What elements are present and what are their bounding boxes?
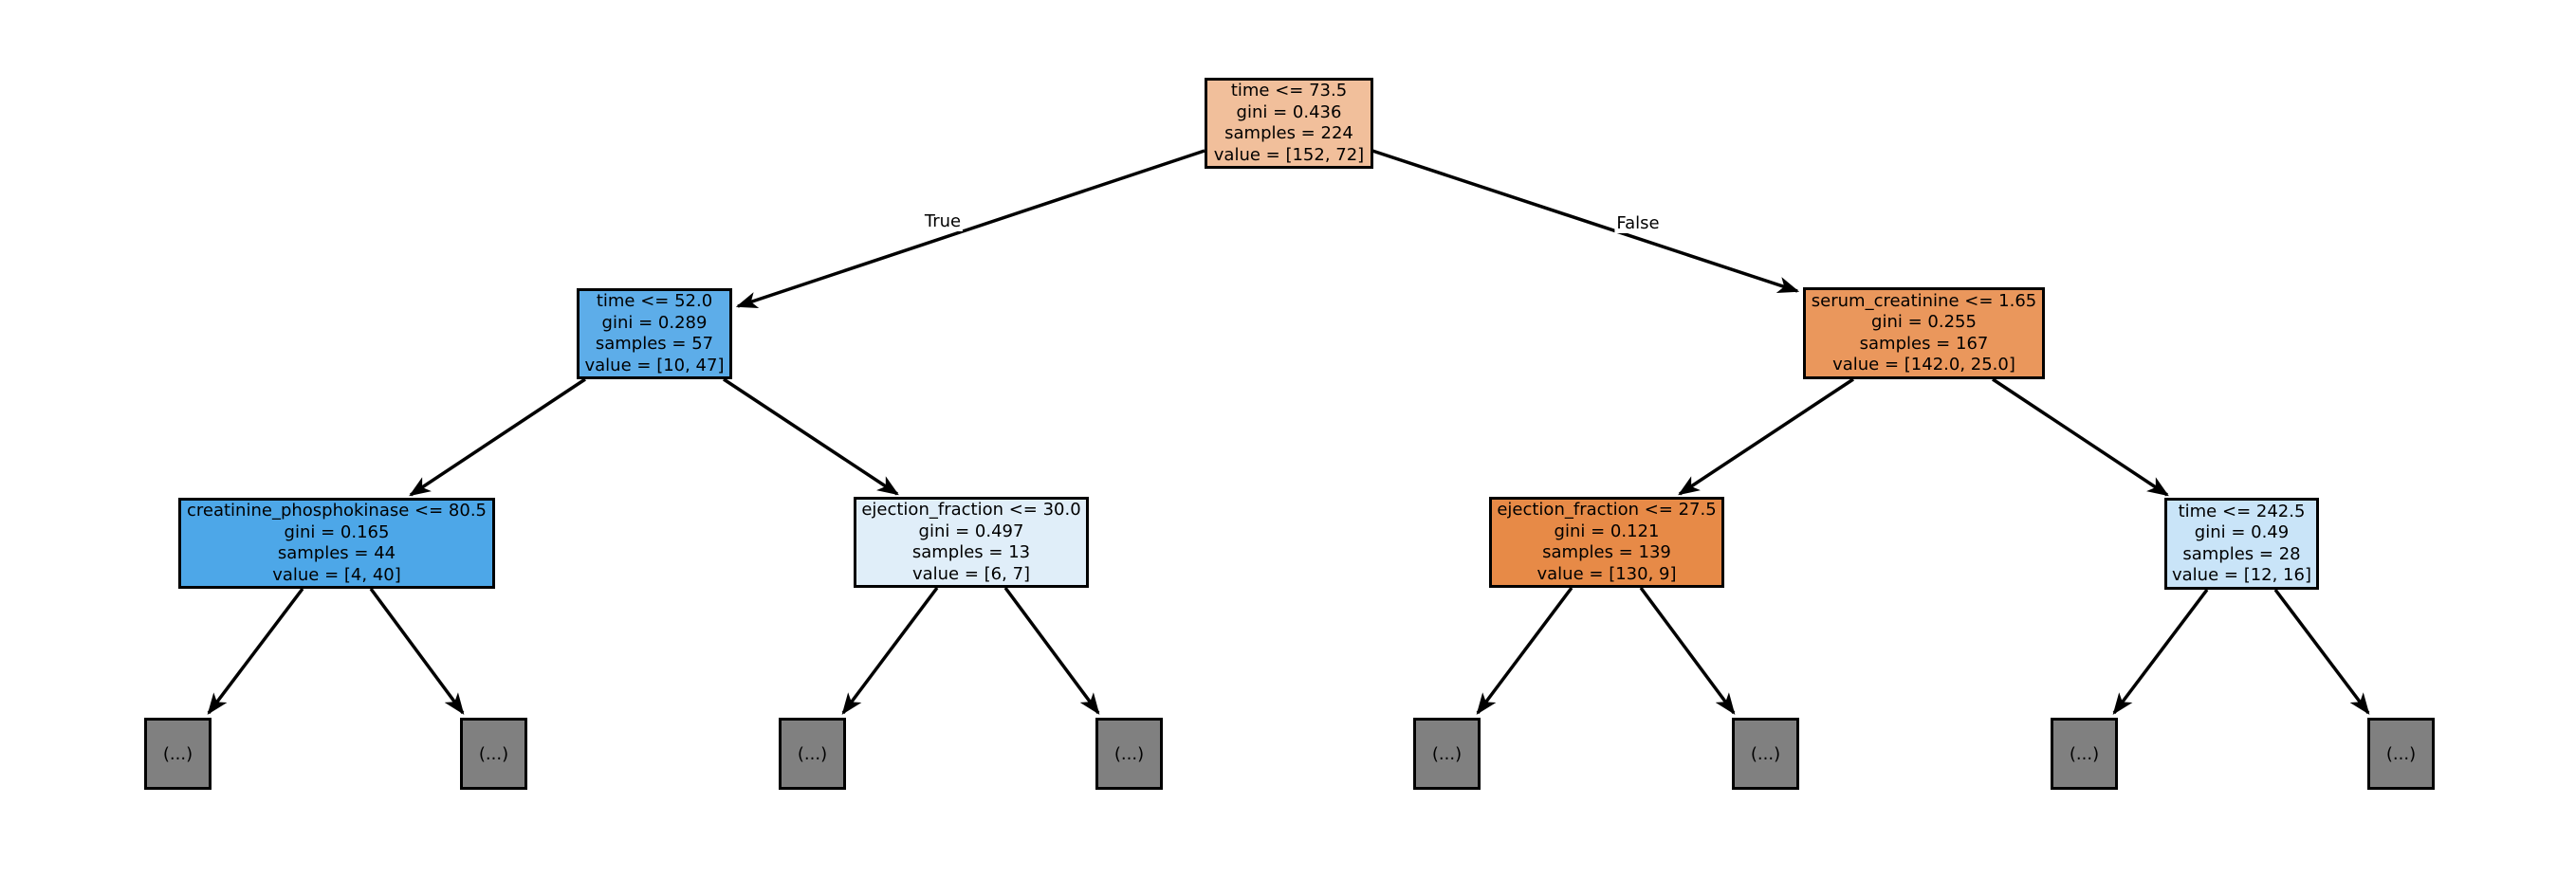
node-samples: samples = 28 xyxy=(2182,543,2301,564)
edge-root-to-left xyxy=(735,149,1205,308)
node-value: value = [6, 7] xyxy=(911,563,1031,584)
node-samples: samples = 139 xyxy=(1542,542,1671,562)
node-condition: time <= 73.5 xyxy=(1230,81,1348,100)
leaf-label: (...) xyxy=(2069,743,2100,764)
collapsed-leaf-node-4: (...) xyxy=(1095,718,1163,790)
node-samples: samples = 57 xyxy=(595,334,714,354)
decision-node-left: time <= 52.0 gini = 0.289 samples = 57 v… xyxy=(577,288,732,379)
node-condition: creatinine_phosphokinase <= 80.5 xyxy=(186,501,488,521)
decision-node-right: serum_creatinine <= 1.65 gini = 0.255 sa… xyxy=(1803,287,2045,379)
leaf-label: (...) xyxy=(1113,743,1145,764)
node-gini: gini = 0.49 xyxy=(2194,522,2290,542)
leaf-label: (...) xyxy=(797,743,828,764)
collapsed-leaf-node-8: (...) xyxy=(2367,718,2435,790)
node-condition: time <= 52.0 xyxy=(596,291,713,311)
decision-node-left-right: ejection_fraction <= 30.0 gini = 0.497 s… xyxy=(854,497,1089,588)
edge-rightright-to-leaf8 xyxy=(2273,588,2370,715)
edge-leftright-to-leaf3 xyxy=(841,586,939,715)
edge-rightright-to-leaf7 xyxy=(2112,588,2209,715)
node-gini: gini = 0.255 xyxy=(1871,312,1977,332)
node-samples: samples = 224 xyxy=(1224,123,1353,143)
node-value: value = [142.0, 25.0] xyxy=(1832,355,2015,375)
edge-right-to-rightright xyxy=(1992,377,2169,497)
leaf-label: (...) xyxy=(1750,743,1781,764)
edge-root-to-right xyxy=(1371,149,1800,294)
node-value: value = [12, 16] xyxy=(2172,565,2311,585)
leaf-label: (...) xyxy=(2385,743,2417,764)
collapsed-leaf-node-3: (...) xyxy=(779,718,846,790)
edge-right-to-rightleft xyxy=(1678,377,1854,496)
collapsed-leaf-node-6: (...) xyxy=(1732,718,1799,790)
collapsed-leaf-node-2: (...) xyxy=(460,718,527,790)
edge-label-true: True xyxy=(922,211,964,231)
node-gini: gini = 0.165 xyxy=(284,521,390,542)
edge-leftright-to-leaf4 xyxy=(1003,586,1100,715)
node-samples: samples = 44 xyxy=(277,543,396,563)
decision-node-right-left: ejection_fraction <= 27.5 gini = 0.121 s… xyxy=(1489,497,1724,588)
edge-rightleft-to-leaf5 xyxy=(1476,586,1573,715)
node-condition: serum_creatinine <= 1.65 xyxy=(1811,290,2037,311)
node-condition: time <= 242.5 xyxy=(2178,501,2306,521)
node-gini: gini = 0.121 xyxy=(1554,521,1660,541)
edge-leftleft-to-leaf1 xyxy=(207,587,304,715)
node-gini: gini = 0.497 xyxy=(918,521,1024,541)
leaf-label: (...) xyxy=(162,743,193,764)
edge-label-false: False xyxy=(1614,213,1662,233)
node-condition: ejection_fraction <= 27.5 xyxy=(1497,500,1717,520)
node-samples: samples = 13 xyxy=(911,542,1031,562)
decision-node-root: time <= 73.5 gini = 0.436 samples = 224 … xyxy=(1205,78,1373,169)
node-value: value = [10, 47] xyxy=(584,355,725,375)
edge-left-to-leftright xyxy=(723,377,899,496)
node-value: value = [4, 40] xyxy=(272,564,401,585)
edge-leftleft-to-leaf2 xyxy=(369,587,465,715)
leaf-label: (...) xyxy=(478,743,509,764)
node-value: value = [130, 9] xyxy=(1536,563,1677,584)
decision-node-right-right: time <= 242.5 gini = 0.49 samples = 28 v… xyxy=(2164,498,2319,590)
node-gini: gini = 0.289 xyxy=(601,312,708,333)
node-value: value = [152, 72] xyxy=(1213,144,1365,165)
node-condition: ejection_fraction <= 30.0 xyxy=(861,500,1081,520)
node-gini: gini = 0.436 xyxy=(1236,101,1342,122)
edge-rightleft-to-leaf6 xyxy=(1639,586,1736,715)
collapsed-leaf-node-1: (...) xyxy=(144,718,212,790)
collapsed-leaf-node-5: (...) xyxy=(1413,718,1481,790)
leaf-label: (...) xyxy=(1431,743,1463,764)
collapsed-leaf-node-7: (...) xyxy=(2051,718,2118,790)
edge-left-to-leftleft xyxy=(409,377,586,497)
decision-node-left-left: creatinine_phosphokinase <= 80.5 gini = … xyxy=(178,498,495,589)
node-samples: samples = 167 xyxy=(1859,333,1989,354)
